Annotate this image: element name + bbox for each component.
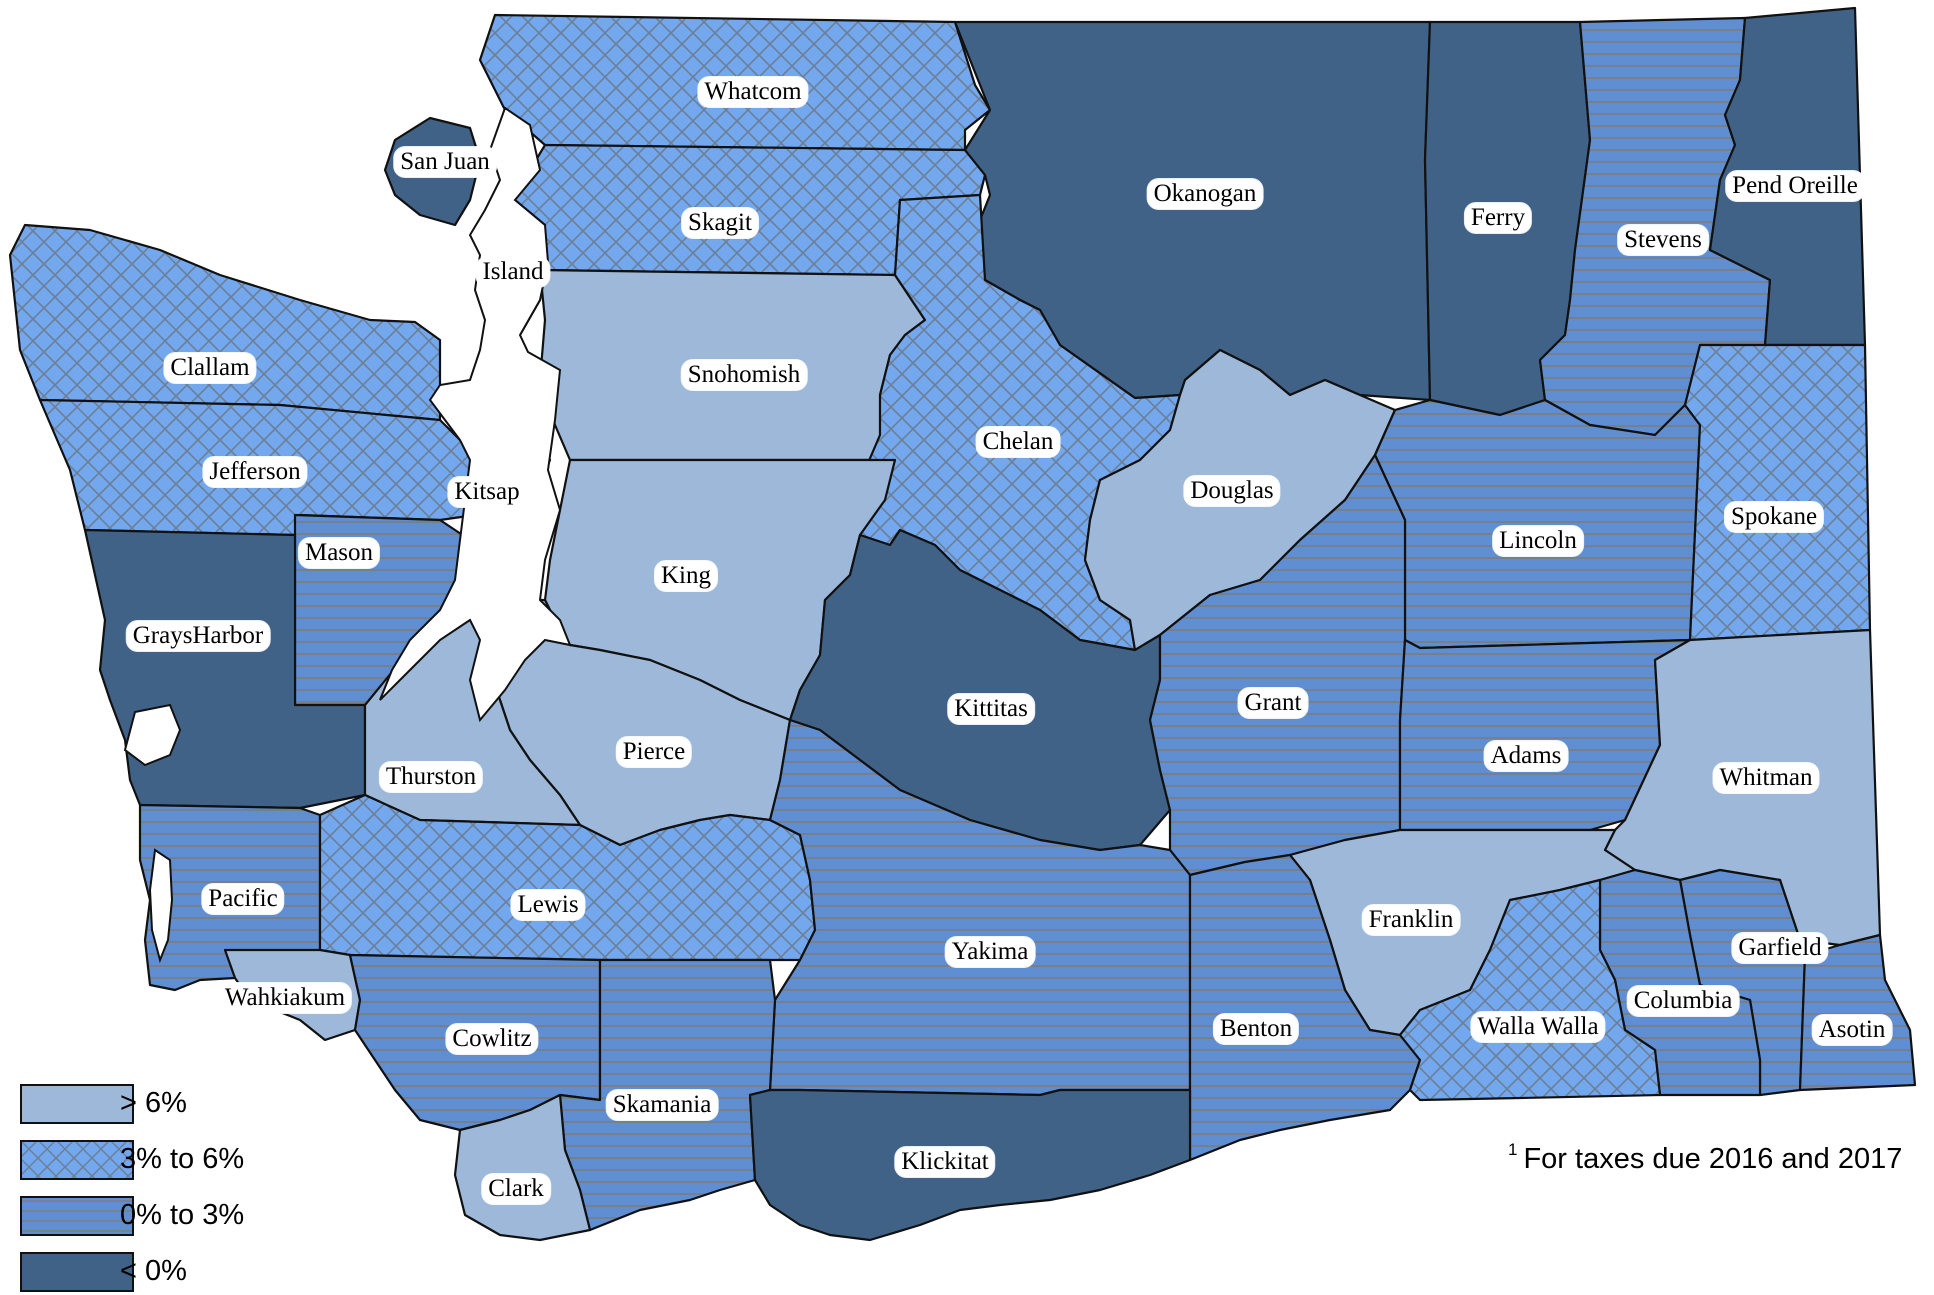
label-kittitas: Kittitas [948, 694, 1034, 724]
footnote: 1 For taxes due 2016 and 2017 [1508, 1140, 1902, 1176]
legend-swatch-lt0 [20, 1252, 134, 1292]
county-asotin [1798, 933, 1917, 1092]
legend-item-0to3: 0% to 3% [20, 1192, 320, 1238]
label-clark: Clark [482, 1174, 550, 1204]
label-klickitat: Klickitat [895, 1147, 995, 1177]
label-stevens: Stevens [1618, 225, 1708, 255]
label-asotin: Asotin [1812, 1015, 1892, 1045]
label-whatcom: Whatcom [698, 77, 808, 107]
label-franklin: Franklin [1362, 905, 1460, 935]
county-spokane [1683, 343, 1872, 642]
label-king: King [655, 561, 717, 591]
county-clark [453, 1093, 592, 1242]
label-ferry: Ferry [1464, 203, 1532, 233]
legend-swatch-graphic [20, 1196, 134, 1236]
legend-swatch-0to3 [20, 1196, 134, 1236]
county-clallam [8, 223, 442, 422]
legend-swatch-3to6 [20, 1140, 134, 1180]
label-yakima: Yakima [945, 937, 1035, 967]
label-garfield: Garfield [1732, 933, 1828, 963]
label-thurston: Thurston [379, 762, 483, 792]
label-grays-harbor: GraysHarbor [126, 621, 270, 651]
legend-label-gt6: > 6% [120, 1087, 187, 1119]
label-adams: Adams [1484, 741, 1568, 771]
label-walla-walla: Walla Walla [1471, 1012, 1605, 1042]
label-cowlitz: Cowlitz [446, 1024, 538, 1054]
label-pacific: Pacific [202, 884, 284, 914]
willapa-bay-water [148, 848, 174, 964]
label-pend-oreille: Pend Oreille [1726, 171, 1864, 201]
label-skagit: Skagit [682, 208, 758, 238]
label-clallam: Clallam [164, 353, 256, 383]
label-pierce: Pierce [616, 737, 692, 767]
footnote-marker: 1 [1508, 1140, 1518, 1159]
label-snohomish: Snohomish [681, 360, 807, 390]
legend-item-lt0: < 0% [20, 1248, 320, 1294]
label-wahkiakum: Wahkiakum [218, 983, 352, 1013]
label-benton: Benton [1213, 1014, 1299, 1044]
label-okanogan: Okanogan [1147, 179, 1263, 209]
legend-swatch-graphic [20, 1252, 134, 1292]
label-chelan: Chelan [976, 427, 1060, 457]
legend-swatch-graphic [20, 1084, 134, 1124]
label-skamania: Skamania [606, 1090, 718, 1120]
legend-swatch-graphic [20, 1140, 134, 1180]
county-lincoln [1373, 398, 1702, 650]
legend-swatch-gt6 [20, 1084, 134, 1124]
grays-harbor-water [123, 703, 182, 767]
label-lewis: Lewis [511, 890, 585, 920]
label-lincoln: Lincoln [1493, 526, 1583, 556]
label-spokane: Spokane [1724, 502, 1824, 532]
label-douglas: Douglas [1184, 476, 1280, 506]
label-kitsap: Kitsap [448, 477, 526, 507]
label-columbia: Columbia [1627, 986, 1739, 1016]
legend-label-lt0: < 0% [120, 1255, 187, 1287]
label-grant: Grant [1238, 688, 1308, 718]
label-jefferson: Jefferson [203, 457, 307, 487]
footnote-text: For taxes due 2016 and 2017 [1523, 1143, 1903, 1175]
label-island: Island [476, 257, 550, 287]
label-san-juan: San Juan [394, 147, 496, 177]
legend-item-gt6: > 6% [20, 1080, 320, 1126]
legend-label-0to3: 0% to 3% [120, 1199, 245, 1231]
legend-item-3to6: 3% to 6% [20, 1136, 320, 1182]
label-mason: Mason [298, 538, 380, 568]
legend-label-3to6: 3% to 6% [120, 1143, 245, 1175]
label-whitman: Whitman [1713, 763, 1819, 793]
county-walla-walla [1398, 878, 1662, 1102]
